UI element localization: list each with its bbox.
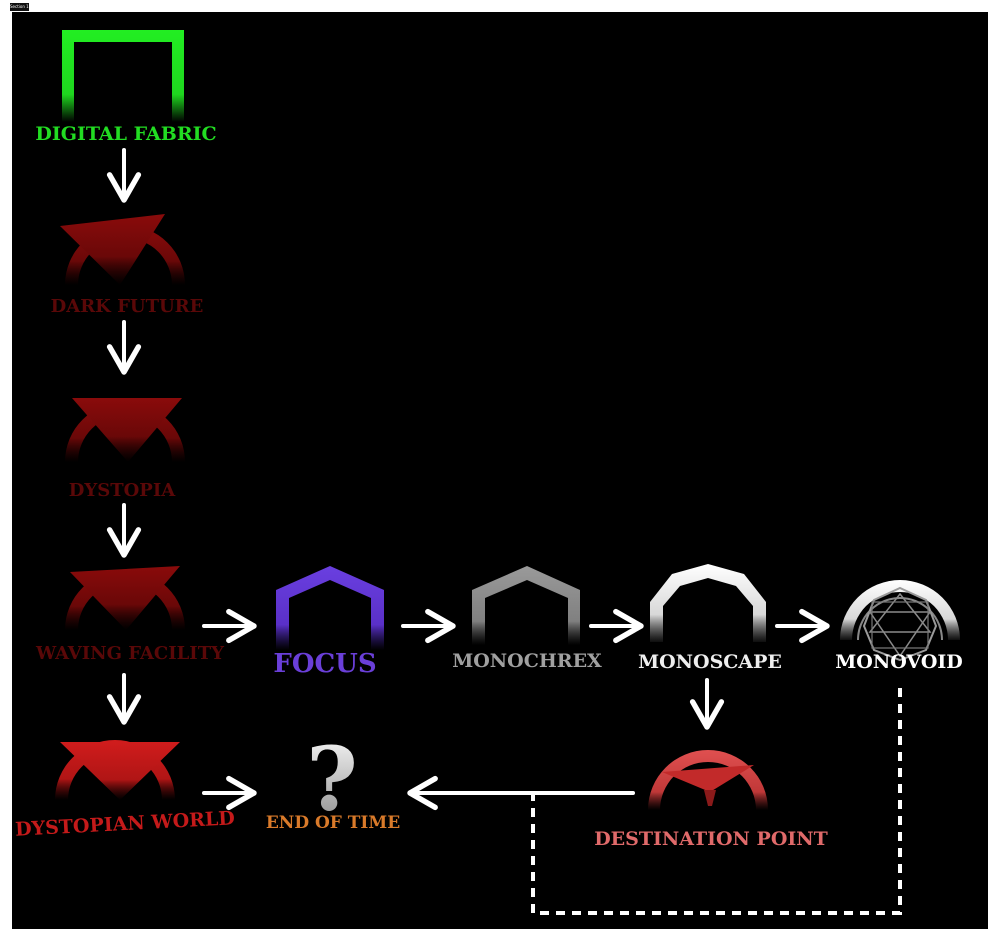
node-dystopian-world: DYSTOPIAN WORLD — [15, 740, 236, 841]
node-monoscape: MONOSCAPE — [638, 564, 782, 673]
pentagon-icon — [276, 566, 384, 650]
connectors — [106, 148, 830, 811]
question-mark-icon: ? — [306, 727, 358, 831]
shield-v-icon — [55, 740, 180, 800]
node-end-of-time: ? END OF TIME — [266, 727, 400, 833]
dystopian-world-label: DYSTOPIAN WORLD — [15, 807, 236, 840]
shield-v-icon — [65, 398, 185, 462]
waving-facility-label: WAVING FACILITY — [35, 643, 225, 664]
shield-v-icon — [65, 566, 185, 630]
monochrex-label: MONOCHREX — [452, 650, 602, 672]
node-focus: FOCUS — [273, 566, 384, 679]
node-monovoid: MONOVOID — [835, 580, 963, 673]
dystopia-label: DYSTOPIA — [69, 480, 176, 501]
monoscape-label: MONOSCAPE — [638, 651, 782, 673]
dark-future-label: DARK FUTURE — [51, 296, 204, 317]
node-dark-future: DARK FUTURE — [51, 214, 204, 317]
focus-label: FOCUS — [273, 649, 376, 679]
target-ring-icon — [648, 750, 768, 810]
node-monochrex: MONOCHREX — [452, 566, 602, 672]
dashed-loop-monovoid-to-end-of-time — [531, 688, 902, 915]
destination-point-label: DESTINATION POINT — [594, 828, 828, 850]
monovoid-label: MONOVOID — [835, 651, 963, 673]
star-polygon-icon — [840, 580, 960, 662]
end-of-time-label: END OF TIME — [266, 813, 400, 833]
diagram-canvas — [12, 12, 988, 929]
nonagon-icon — [650, 564, 766, 642]
node-destination-point: DESTINATION POINT — [594, 750, 828, 850]
node-waving-facility: WAVING FACILITY — [35, 566, 225, 664]
pentagon-icon — [472, 566, 580, 645]
bracket-icon — [62, 30, 184, 122]
digital-fabric-label: DIGITAL FABRIC — [35, 123, 216, 145]
node-digital-fabric: DIGITAL FABRIC — [35, 30, 217, 145]
section-tag: Section 1 — [10, 3, 29, 11]
shield-v-icon — [60, 214, 185, 285]
node-dystopia: DYSTOPIA — [65, 398, 185, 501]
